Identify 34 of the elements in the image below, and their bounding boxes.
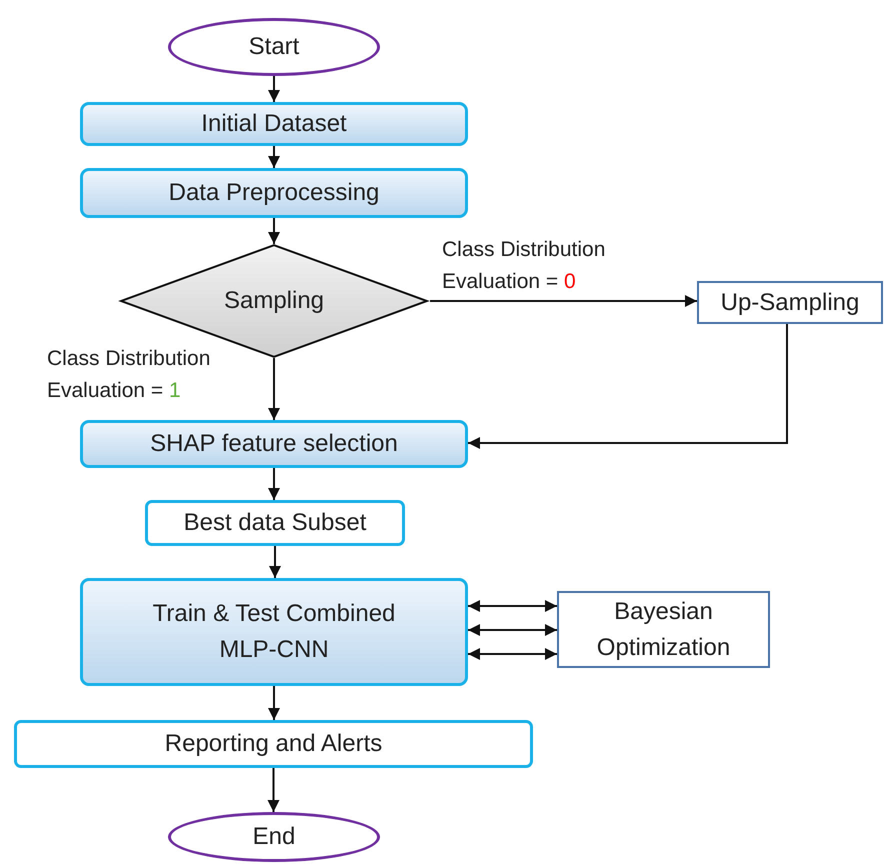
- arrow: [468, 624, 557, 636]
- process-box: [557, 591, 770, 668]
- arrow: [468, 324, 788, 449]
- node-label: Train & Test Combined MLP-CNN: [152, 599, 396, 665]
- arrow: [268, 218, 280, 244]
- node-label: End: [252, 822, 296, 852]
- arrow: [269, 546, 281, 578]
- process-box: [80, 578, 468, 686]
- process-box: [80, 102, 468, 146]
- edge-label: Class Distribution Evaluation = 0: [442, 237, 606, 294]
- arrow: [268, 146, 280, 168]
- arrow: [268, 358, 280, 420]
- node-label: Up-Sampling: [720, 288, 860, 318]
- process-box: [14, 720, 533, 768]
- edge-label: Class Distribution Evaluation = 1: [47, 346, 212, 404]
- process-box: [145, 500, 405, 546]
- node-label: SHAP feature selection: [149, 429, 399, 459]
- process-box: [80, 420, 468, 468]
- arrow: [268, 686, 280, 720]
- node-label: Data Preprocessing: [168, 178, 380, 208]
- node-label: Bayesian Optimization: [596, 596, 732, 662]
- node-label: Sampling: [222, 286, 326, 316]
- process-box: [697, 281, 883, 324]
- arrow: [430, 295, 697, 307]
- node-label: Reporting and Alerts: [164, 729, 384, 759]
- arrow: [268, 468, 280, 500]
- arrow: [468, 600, 557, 612]
- arrow: [268, 76, 280, 102]
- arrow: [468, 648, 557, 660]
- node-label: Best data Subset: [182, 508, 368, 538]
- node-label: Start: [248, 32, 300, 62]
- process-box: [80, 168, 468, 218]
- node-label: Initial Dataset: [200, 109, 348, 139]
- arrow: [268, 768, 280, 812]
